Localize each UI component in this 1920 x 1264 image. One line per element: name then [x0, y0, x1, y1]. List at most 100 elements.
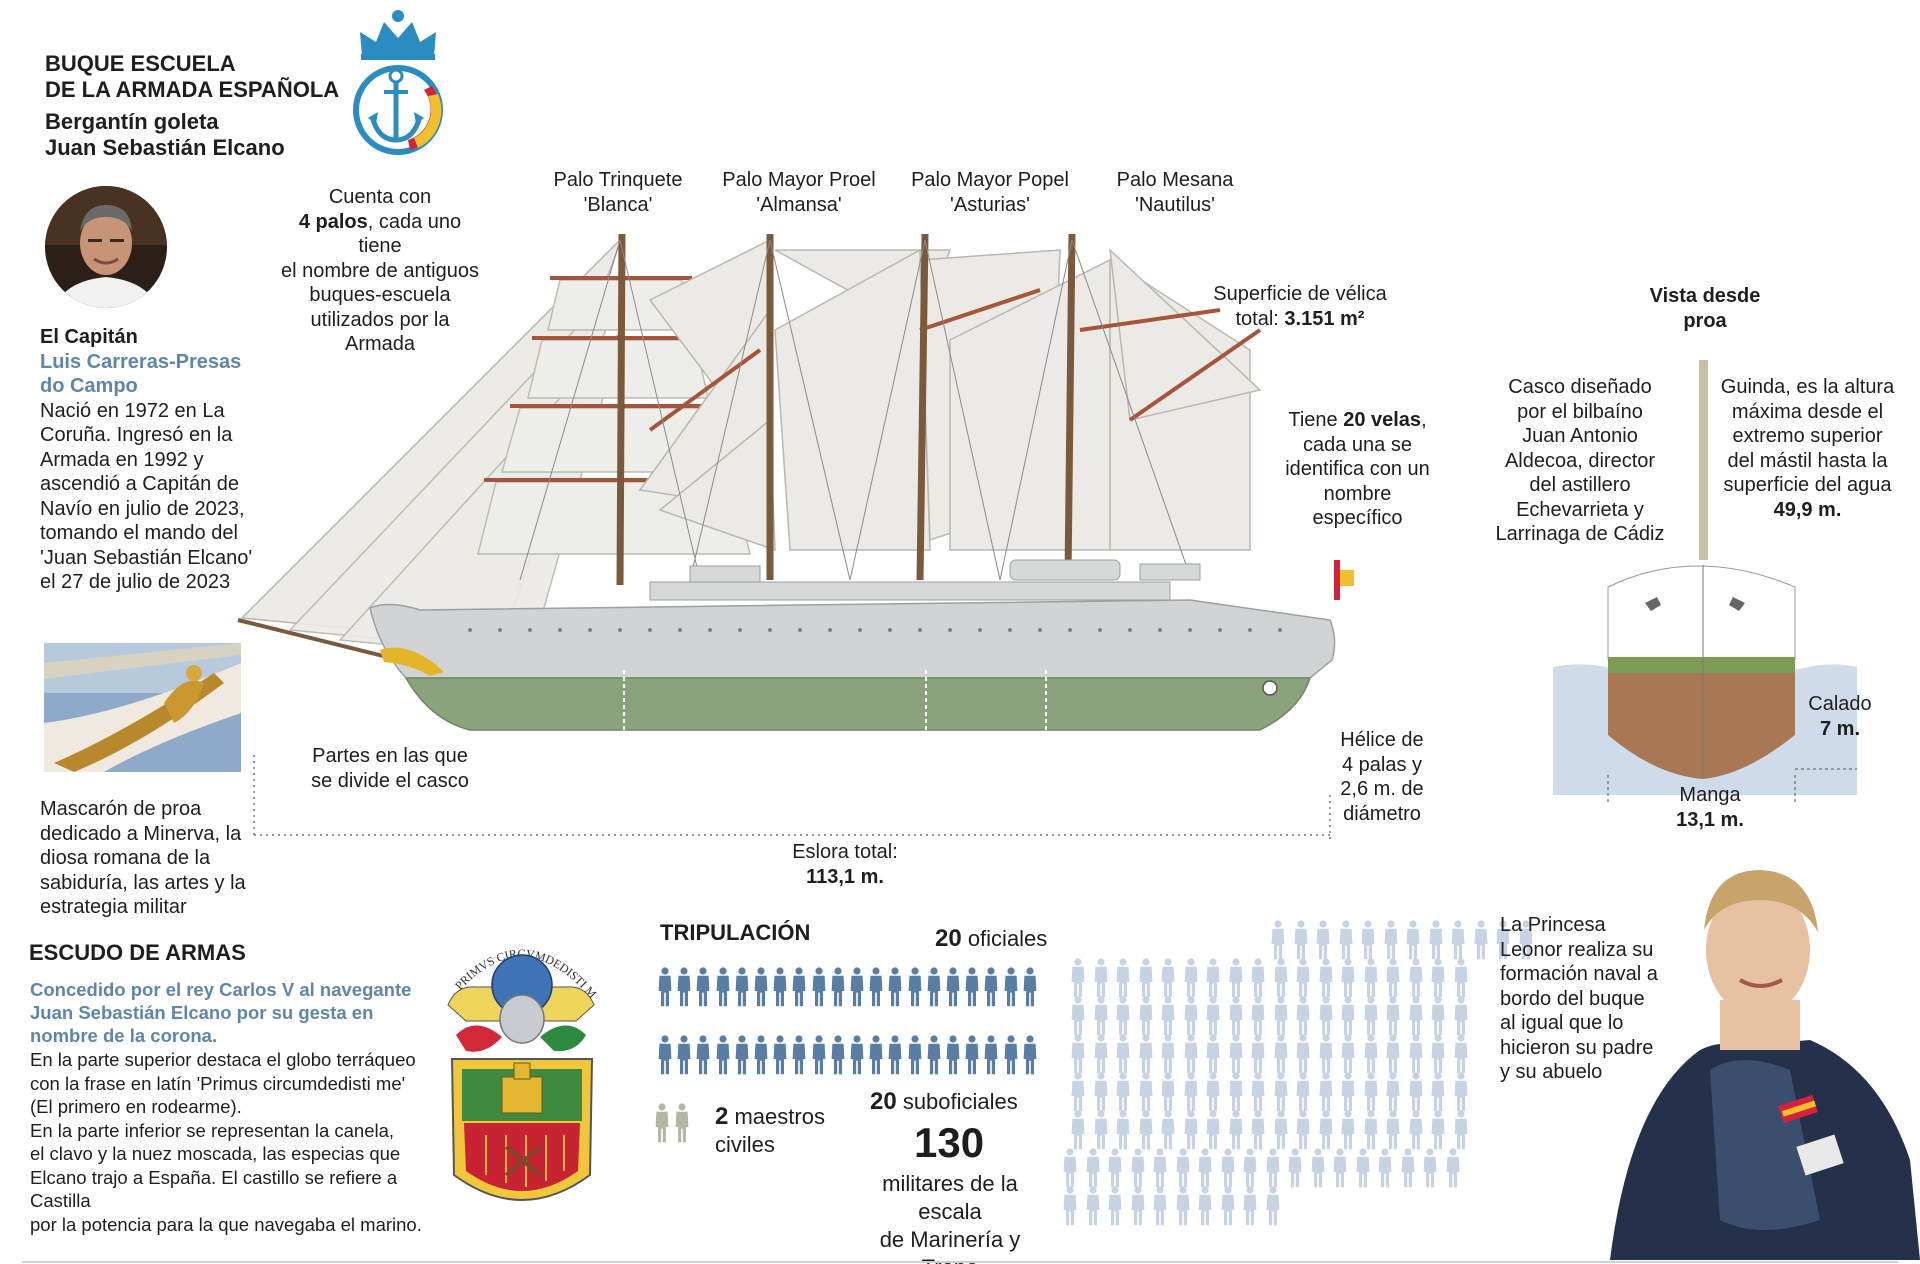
crew-figure-sailor: [1197, 1143, 1213, 1198]
draft-note: Calado 7 m.: [1808, 693, 1872, 740]
crew-figure-sailor: [1138, 953, 1154, 1008]
crew-figure-sailor: [1115, 953, 1131, 1008]
crew-figure-officer: [849, 1030, 865, 1085]
bow-dims: [1607, 768, 1857, 805]
captain-label: El Capitán: [40, 326, 138, 348]
captain-name: Luis Carreras-Presas: [40, 350, 242, 373]
crew-figure-sailor: [1295, 1029, 1311, 1084]
crew-figure-sailor: [1062, 1143, 1078, 1198]
sailors-number: 130: [914, 1119, 985, 1166]
crew-figure-sailor: [1453, 1029, 1469, 1084]
bow-hull-note: Casco diseñado por el bilbaíno Juan Anto…: [1495, 376, 1665, 545]
navy-emblem-logo: [353, 10, 443, 155]
hull-dividers: [623, 670, 1047, 730]
masts-note: Cuenta con 4 palos, cada uno tiene el no…: [281, 186, 479, 355]
civilians-label: 2 maestros civiles: [715, 1103, 825, 1157]
crew-figure-officer: [734, 1030, 750, 1085]
crew-figure-sailor: [1385, 1067, 1401, 1122]
crew-figure-officer: [791, 962, 807, 1017]
crew-figure-sailor: [1115, 1067, 1131, 1122]
crew-figure-sailor: [1363, 953, 1379, 1008]
crew-figure-officer: [753, 962, 769, 1017]
hull-label-combes: Combés: [745, 754, 817, 774]
crew-figure-sailor: [1220, 1181, 1236, 1236]
crew-figure-sailor: [1332, 1143, 1348, 1198]
crew-figure-officer: [772, 1030, 788, 1085]
crew-figure-sailor: [1408, 1029, 1424, 1084]
crew-figure-sailor: [1453, 953, 1469, 1008]
crew-figure-sailor: [1318, 991, 1334, 1046]
hull-label-toldilla: Toldilla: [1124, 754, 1186, 774]
crew-figure-sailor: [1160, 953, 1176, 1008]
crew-figure-sailor: [1340, 1105, 1356, 1160]
crew-figure-sailor: [1408, 1105, 1424, 1160]
mast-label-mayor-proel: Palo Mayor Proel'Almansa': [722, 169, 876, 216]
page-subtitle: Bergantín goleta Juan Sebastián Elcano: [45, 109, 285, 160]
crew-figure-officer: [907, 1030, 923, 1085]
crew-figure-sailor: [1340, 1067, 1356, 1122]
crew-figure-officer: [715, 962, 731, 1017]
bow-view-title: Vista desde proa: [1649, 285, 1761, 332]
superstructure: [649, 559, 1201, 601]
crew-figure-sailor: [1265, 1143, 1281, 1198]
crew-figure-sailor: [1430, 1029, 1446, 1084]
crew-figure-sailor: [1160, 1105, 1176, 1160]
crew-figure-sailor: [1228, 1067, 1244, 1122]
guinda-note: Guinda, es la altura máxima desde el ext…: [1720, 376, 1895, 521]
crew-figure-sailor: [1338, 915, 1354, 970]
crew-figure-sailor: [1363, 1029, 1379, 1084]
crew-figure-sailor: [1183, 991, 1199, 1046]
crew-figure-sailor: [1363, 1105, 1379, 1160]
figurehead-photo: [44, 643, 241, 772]
crew-figure-sailor: [1405, 915, 1421, 970]
civilians-figures: [654, 1098, 694, 1154]
propeller-mark: [1262, 680, 1278, 696]
crew-figure-sailor: [1205, 1029, 1221, 1084]
crew-figure-sailor: [1355, 1143, 1371, 1198]
crew-figure-officer: [811, 1030, 827, 1085]
crew-figure-sailor: [1138, 991, 1154, 1046]
crew-figure-sailor: [1160, 991, 1176, 1046]
crew-figure-sailor: [1265, 1181, 1281, 1236]
crew-figure-sailor: [1160, 1067, 1176, 1122]
crew-figure-sailor: [1363, 991, 1379, 1046]
crew-figure-sailor: [1085, 1181, 1101, 1236]
crew-figure-sailor: [1205, 991, 1221, 1046]
crew-figure-sailor: [1183, 1067, 1199, 1122]
crew-figure-sailor: [1130, 1181, 1146, 1236]
crew-figure-sailor: [1273, 1067, 1289, 1122]
crew-figure-sailor: [1183, 1105, 1199, 1160]
crew-figure-sailor: [1385, 953, 1401, 1008]
crew-figure-sailor: [1400, 1143, 1416, 1198]
crew-figure-officer: [964, 1030, 980, 1085]
princess-face: [1706, 884, 1810, 1016]
nco-label: 20 suboficiales: [870, 1088, 1018, 1115]
coat-of-arms-lead: Concedido por el rey Carlos V al navegan…: [30, 979, 412, 1046]
bow-view-diagram: [1553, 360, 1857, 805]
bow-hull-body: [1608, 673, 1795, 779]
rigging: [519, 239, 1191, 581]
hull-label-castillo: Castillo: [542, 754, 608, 774]
crew-figure-officer: [1003, 1030, 1019, 1085]
crew-figure-civilian: [674, 1098, 690, 1153]
crew-figure-sailor: [1093, 991, 1109, 1046]
crew-figure-sailor: [1295, 1067, 1311, 1122]
crew-figure-sailor: [1473, 915, 1489, 970]
bow-waterline: [1608, 657, 1795, 673]
captain-photo: [45, 186, 167, 308]
crew-figure-officer: [657, 962, 673, 1017]
crew-figure-sailor: [1318, 953, 1334, 1008]
crew-figure-sailor: [1385, 1029, 1401, 1084]
officers-figures: [657, 962, 1057, 1082]
ship-hull: [369, 599, 1336, 679]
crew-figure-sailor: [1152, 1143, 1168, 1198]
bottom-rule: [22, 1261, 1898, 1263]
crew-figure-sailor: [1138, 1067, 1154, 1122]
crew-figure-sailor: [1183, 1029, 1199, 1084]
crew-figure-sailor: [1093, 1067, 1109, 1122]
hull-sections-note: Partes en las que se divide el casco: [311, 745, 469, 792]
crew-figure-officer: [945, 962, 961, 1017]
helmet-icon: [499, 994, 545, 1044]
crew-figure-sailor: [1070, 1029, 1086, 1084]
crew-figure-officer: [676, 962, 692, 1017]
